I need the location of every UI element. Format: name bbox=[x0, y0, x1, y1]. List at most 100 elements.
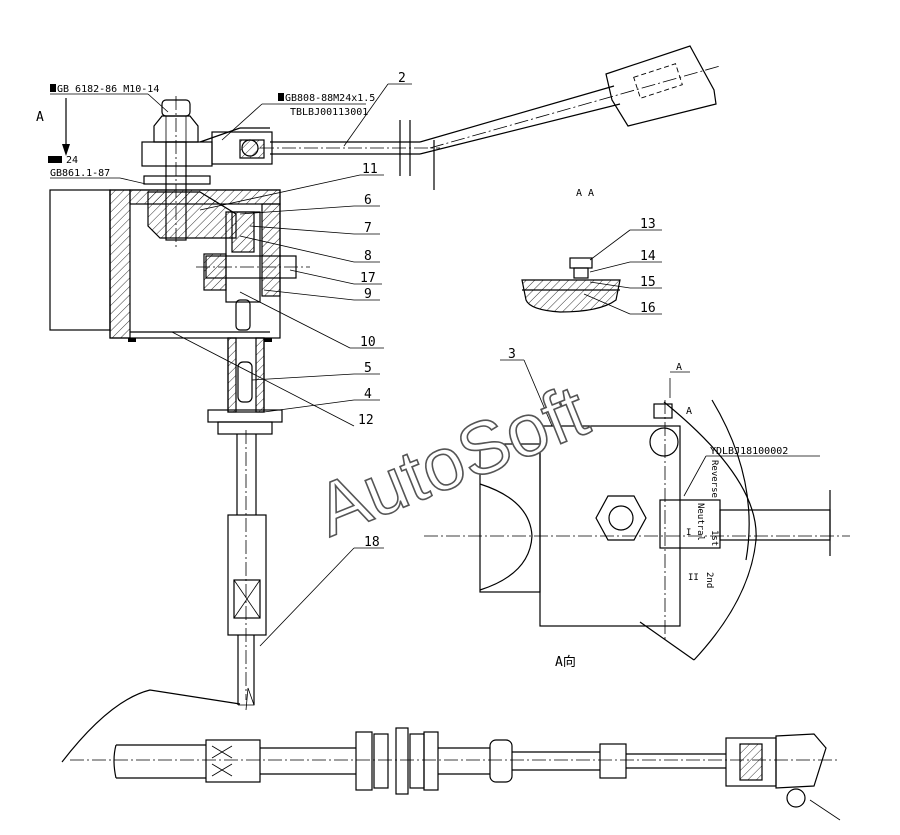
housing-flange bbox=[49, 189, 111, 331]
bolt-head bbox=[203, 253, 227, 291]
view-a-dir-label: A向 bbox=[555, 654, 576, 670]
part-number-9: 9 bbox=[364, 287, 372, 302]
lever-upper bbox=[419, 85, 615, 143]
bulkhead-plate bbox=[395, 727, 409, 795]
callout-washer-24: 24 bbox=[66, 155, 78, 166]
view-a: A A A向 Reverse Neutral 1st 2nd I II bbox=[424, 362, 850, 670]
pn18-leader bbox=[259, 547, 355, 647]
wrench-x2 bbox=[233, 579, 261, 619]
aa-bolt bbox=[573, 267, 589, 279]
break-line bbox=[238, 687, 255, 711]
foot-2 bbox=[264, 338, 272, 342]
aa-plate bbox=[521, 279, 621, 313]
pn4-leader bbox=[263, 399, 355, 413]
clevis-section bbox=[239, 139, 265, 159]
foot-1 bbox=[128, 338, 136, 342]
jam-nut-4 bbox=[423, 731, 439, 791]
section-aa-label: A A bbox=[576, 188, 594, 199]
aa-nut bbox=[569, 257, 593, 269]
pn5-leader bbox=[251, 373, 355, 381]
clevis-end-hatch bbox=[739, 743, 763, 781]
wrench-flat bbox=[233, 579, 261, 619]
tube-wall-l bbox=[227, 337, 237, 413]
pn9-leader bbox=[263, 289, 355, 301]
callout-ydl-leader bbox=[683, 455, 707, 497]
callout-gb6182: GB 6182-86 M10-14 bbox=[57, 84, 159, 95]
va-boss bbox=[649, 427, 679, 457]
cable-end-left bbox=[113, 744, 117, 779]
washer bbox=[143, 175, 211, 185]
cable-fitting bbox=[205, 739, 261, 783]
va-small-nut bbox=[653, 403, 673, 419]
shift-lever bbox=[260, 45, 721, 190]
part-number-10: 10 bbox=[360, 335, 376, 350]
pn12-leader bbox=[171, 331, 355, 427]
callout-tbl: TBLBJ00113001 bbox=[290, 107, 368, 118]
part-number-8: 8 bbox=[364, 249, 372, 264]
pn17-leader bbox=[289, 269, 355, 285]
part-number-15: 15 bbox=[640, 275, 656, 290]
gear-second: 2nd bbox=[704, 572, 714, 588]
jam-nut-2 bbox=[373, 733, 389, 789]
tube-slot bbox=[237, 361, 253, 403]
housing-wall-right bbox=[261, 203, 281, 297]
pn2-leader bbox=[343, 83, 389, 147]
boot bbox=[489, 739, 513, 783]
housing-wall-left bbox=[109, 189, 131, 339]
callout-gb6182-leader bbox=[147, 93, 169, 113]
tube-wall-r bbox=[255, 337, 265, 413]
view-a-label: A bbox=[36, 110, 44, 125]
lever-lower bbox=[419, 103, 621, 155]
va-hex-nut bbox=[595, 495, 647, 541]
lock-nut-2 bbox=[217, 421, 273, 435]
lever-hub bbox=[141, 141, 213, 167]
callout-gb861-leader bbox=[119, 177, 147, 185]
pn8-leader bbox=[239, 235, 355, 263]
part-number-14: 14 bbox=[640, 249, 656, 264]
lever-boss-top bbox=[199, 127, 241, 143]
callout-ydl: YDLBJ18100002 bbox=[710, 446, 788, 457]
fx-4 bbox=[211, 763, 233, 777]
part-number-13: 13 bbox=[640, 217, 656, 232]
callout-gb808-leader bbox=[221, 103, 263, 141]
part-number-2: 2 bbox=[398, 71, 406, 86]
cable-curve bbox=[61, 689, 241, 763]
clevis-yoke bbox=[775, 733, 827, 789]
va-rod-box bbox=[719, 509, 831, 541]
pn3-leader bbox=[523, 359, 553, 427]
jam-nut-3 bbox=[409, 733, 425, 789]
part-number-6: 6 bbox=[364, 193, 372, 208]
gear-ii: II bbox=[688, 573, 699, 583]
view-a-arrowhead bbox=[62, 144, 70, 156]
pn15-leader bbox=[589, 281, 631, 289]
va-body bbox=[539, 425, 681, 627]
pn11-leader bbox=[199, 174, 361, 211]
end-leader bbox=[809, 799, 841, 821]
rod-collar bbox=[599, 743, 627, 779]
callout-gb808: GB808-88M24x1.5 bbox=[285, 93, 375, 104]
part-number-16: 16 bbox=[640, 301, 656, 316]
main-section-view: A bbox=[36, 96, 310, 711]
va-cut-label: A bbox=[676, 362, 682, 373]
upper-shaft bbox=[165, 141, 187, 241]
callout-gb861: GB861.1-87 bbox=[50, 168, 110, 179]
std-mark-1 bbox=[50, 84, 56, 92]
lever-axis bbox=[429, 65, 721, 149]
callouts: GB 6182-86 M10-14 GB808-88M24x1.5 TBLBJ0… bbox=[48, 71, 820, 647]
pn7-leader bbox=[249, 225, 355, 235]
cable-assembly bbox=[61, 689, 841, 821]
va-cut-label-2: A bbox=[686, 406, 692, 417]
lever-knob bbox=[605, 45, 717, 127]
part-number-7: 7 bbox=[364, 221, 372, 236]
va-nut-hole bbox=[608, 505, 634, 531]
watermark: AutoSoft bbox=[305, 368, 600, 551]
rod-sleeve bbox=[227, 514, 267, 636]
gear-reverse: Reverse bbox=[709, 460, 719, 498]
va-gate-arc-inner bbox=[711, 399, 750, 561]
pn6-leader bbox=[239, 205, 355, 215]
va-flange-arc bbox=[479, 483, 533, 591]
clevis-pin-end bbox=[786, 788, 806, 808]
va-sector-edge bbox=[639, 621, 695, 661]
std-mark-2 bbox=[278, 93, 284, 101]
